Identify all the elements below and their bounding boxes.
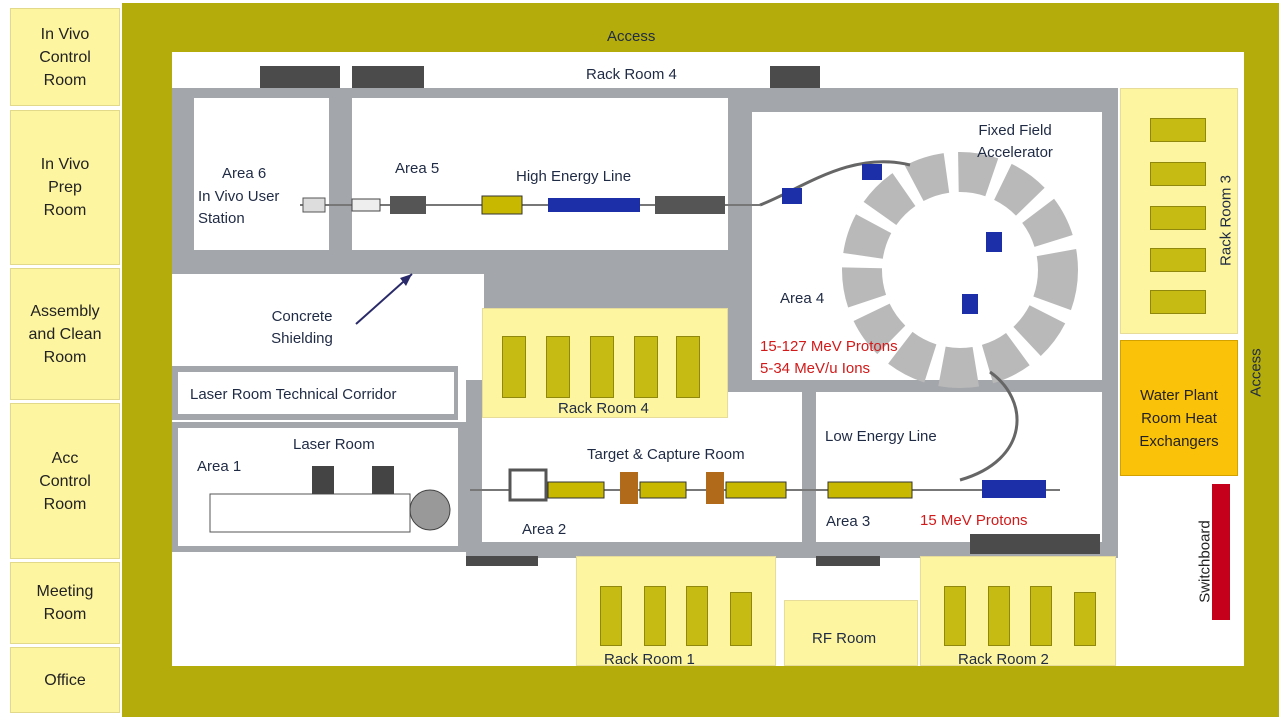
shielding-wall-mid xyxy=(484,250,752,310)
laser-corridor-label: Laser Room Technical Corridor xyxy=(190,386,397,403)
protons-127-label: 15-127 MeV Protons xyxy=(760,338,898,355)
ions-34-label: 5-34 MeV/u Ions xyxy=(760,360,871,377)
water-plant-room xyxy=(1120,340,1238,476)
room-office: Office xyxy=(10,647,120,713)
room-acc-control: Acc Control Room xyxy=(10,403,120,559)
laser-room-label: Laser Room xyxy=(293,436,375,453)
rack-room-4-mid-label: Rack Room 4 xyxy=(558,400,649,417)
rack-cabinet xyxy=(988,586,1010,646)
door-block xyxy=(260,66,340,88)
area2-label: Area 2 xyxy=(522,521,567,538)
rack-cabinet xyxy=(1150,206,1206,230)
in-vivo-station-label: In Vivo User Station xyxy=(198,188,280,227)
area5-room xyxy=(352,98,728,250)
door-block xyxy=(770,66,820,88)
concrete-shielding-label: Concrete Shielding xyxy=(271,308,333,347)
rack-room-4-top-label: Rack Room 4 xyxy=(586,66,677,83)
area6-label: Area 6 xyxy=(222,165,267,182)
rack-cabinet xyxy=(600,586,622,646)
rack-cabinet xyxy=(502,336,526,398)
room-meeting: Meeting Room xyxy=(10,562,120,644)
door-block xyxy=(816,556,880,566)
high-energy-line-label: High Energy Line xyxy=(516,168,632,185)
water-plant-label: Water Plant Room Heat Exchangers xyxy=(1139,387,1219,450)
area3-room xyxy=(816,392,1102,542)
rf-room-label: RF Room xyxy=(812,630,877,647)
rack-room-1-label: Rack Room 1 xyxy=(604,651,695,668)
door-block xyxy=(466,556,538,566)
area4-label: Area 4 xyxy=(780,290,825,307)
area5-label: Area 5 xyxy=(395,160,440,177)
low-energy-line-label: Low Energy Line xyxy=(825,428,937,445)
area1-label: Area 1 xyxy=(197,458,242,475)
rack-cabinet xyxy=(644,586,666,646)
rack-cabinet xyxy=(1074,592,1096,646)
room-in-vivo-prep: In Vivo Prep Room xyxy=(10,110,120,265)
laser-corridor-inner xyxy=(178,372,454,414)
protons-15-label: 15 MeV Protons xyxy=(920,512,1028,529)
target-capture-label: Target & Capture Room xyxy=(587,446,745,463)
rack-cabinet xyxy=(634,336,658,398)
rack-cabinet xyxy=(590,336,614,398)
access-top-label: Access xyxy=(607,28,656,45)
rack-cabinet xyxy=(1150,118,1206,142)
rack-cabinet xyxy=(1150,248,1206,272)
room-assembly-clean: Assembly and Clean Room xyxy=(10,268,120,400)
rack-cabinet xyxy=(1150,162,1206,186)
area3-label: Area 3 xyxy=(826,513,871,530)
rack-cabinet xyxy=(686,586,708,646)
fixed-field-label: Fixed Field Accelerator xyxy=(977,122,1053,161)
rack-cabinet xyxy=(676,336,700,398)
access-right-label: Access xyxy=(1247,348,1265,397)
rf-room xyxy=(784,600,918,666)
rack-room-3-label: Rack Room 3 xyxy=(1217,175,1235,266)
door-block xyxy=(352,66,424,88)
area6-room xyxy=(194,98,329,250)
room-in-vivo-control: In Vivo Control Room xyxy=(10,8,120,106)
rack-cabinet xyxy=(730,592,752,646)
switchboard xyxy=(1212,484,1230,620)
rack-cabinet xyxy=(944,586,966,646)
door-block xyxy=(970,534,1100,554)
rack-cabinet xyxy=(546,336,570,398)
rack-cabinet xyxy=(1030,586,1052,646)
rack-room-2-label: Rack Room 2 xyxy=(958,651,1049,668)
rack-cabinet xyxy=(1150,290,1206,314)
